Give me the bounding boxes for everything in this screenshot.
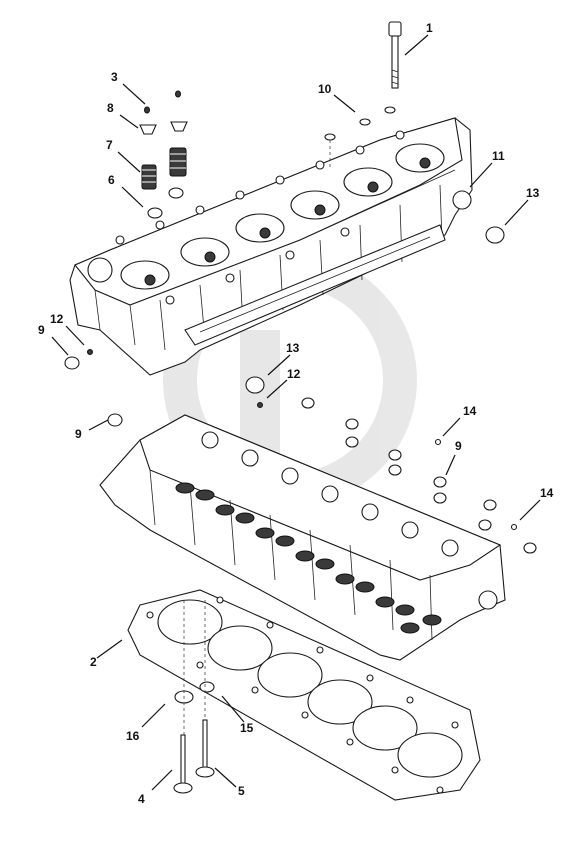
head-gasket (127, 589, 481, 801)
callout-14b: 14 (540, 486, 554, 500)
cylinder-head-lower (99, 414, 506, 661)
callout-numbers: 1 2 3 4 5 6 7 8 9 9 9 10 11 12 12 13 13 … (38, 21, 554, 806)
dowel-left (87, 349, 93, 355)
callout-2: 2 (90, 655, 97, 669)
valve-spring-right (169, 147, 187, 177)
bolt-washers (324, 106, 396, 141)
callout-6: 6 (108, 173, 115, 187)
head-bolt (388, 21, 402, 89)
callout-13a: 13 (526, 186, 540, 200)
seals (64, 356, 537, 554)
callout-8: 8 (107, 101, 114, 115)
callout-3: 3 (111, 70, 118, 84)
callout-11: 11 (492, 149, 505, 163)
callout-7: 7 (106, 138, 113, 152)
valve-stem-seal (199, 681, 215, 693)
valve-exhaust (195, 719, 215, 778)
callout-5: 5 (238, 784, 245, 798)
valve-train-parts (139, 90, 188, 219)
callout-13b: 13 (286, 341, 300, 355)
callout-9a: 9 (38, 323, 45, 337)
head-bolt-holes (115, 130, 405, 305)
cylinder-head-upper (69, 117, 473, 376)
o-ring-center (245, 376, 265, 394)
callout-14a: 14 (463, 404, 477, 418)
gasket-holes (146, 596, 459, 794)
callout-12b: 12 (287, 367, 301, 381)
callout-15: 15 (240, 721, 254, 735)
valve-ports (175, 482, 442, 634)
callout-4: 4 (138, 792, 145, 806)
head-bays (120, 143, 445, 290)
callout-16: 16 (126, 729, 140, 743)
callout-9b: 9 (75, 427, 82, 441)
plug-upper (434, 438, 442, 446)
o-ring-right (485, 226, 505, 244)
callout-12a: 12 (50, 312, 64, 326)
leader-lines (51, 34, 541, 791)
callout-1: 1 (426, 21, 433, 35)
valve-spring-left (141, 164, 157, 190)
valve-intake (173, 734, 193, 794)
callout-10: 10 (318, 82, 332, 96)
lower-head-bays (201, 431, 459, 557)
plug-lower (510, 523, 518, 531)
alignment-lines (183, 140, 331, 735)
dowel-center (257, 402, 263, 408)
callout-9c: 9 (455, 439, 462, 453)
